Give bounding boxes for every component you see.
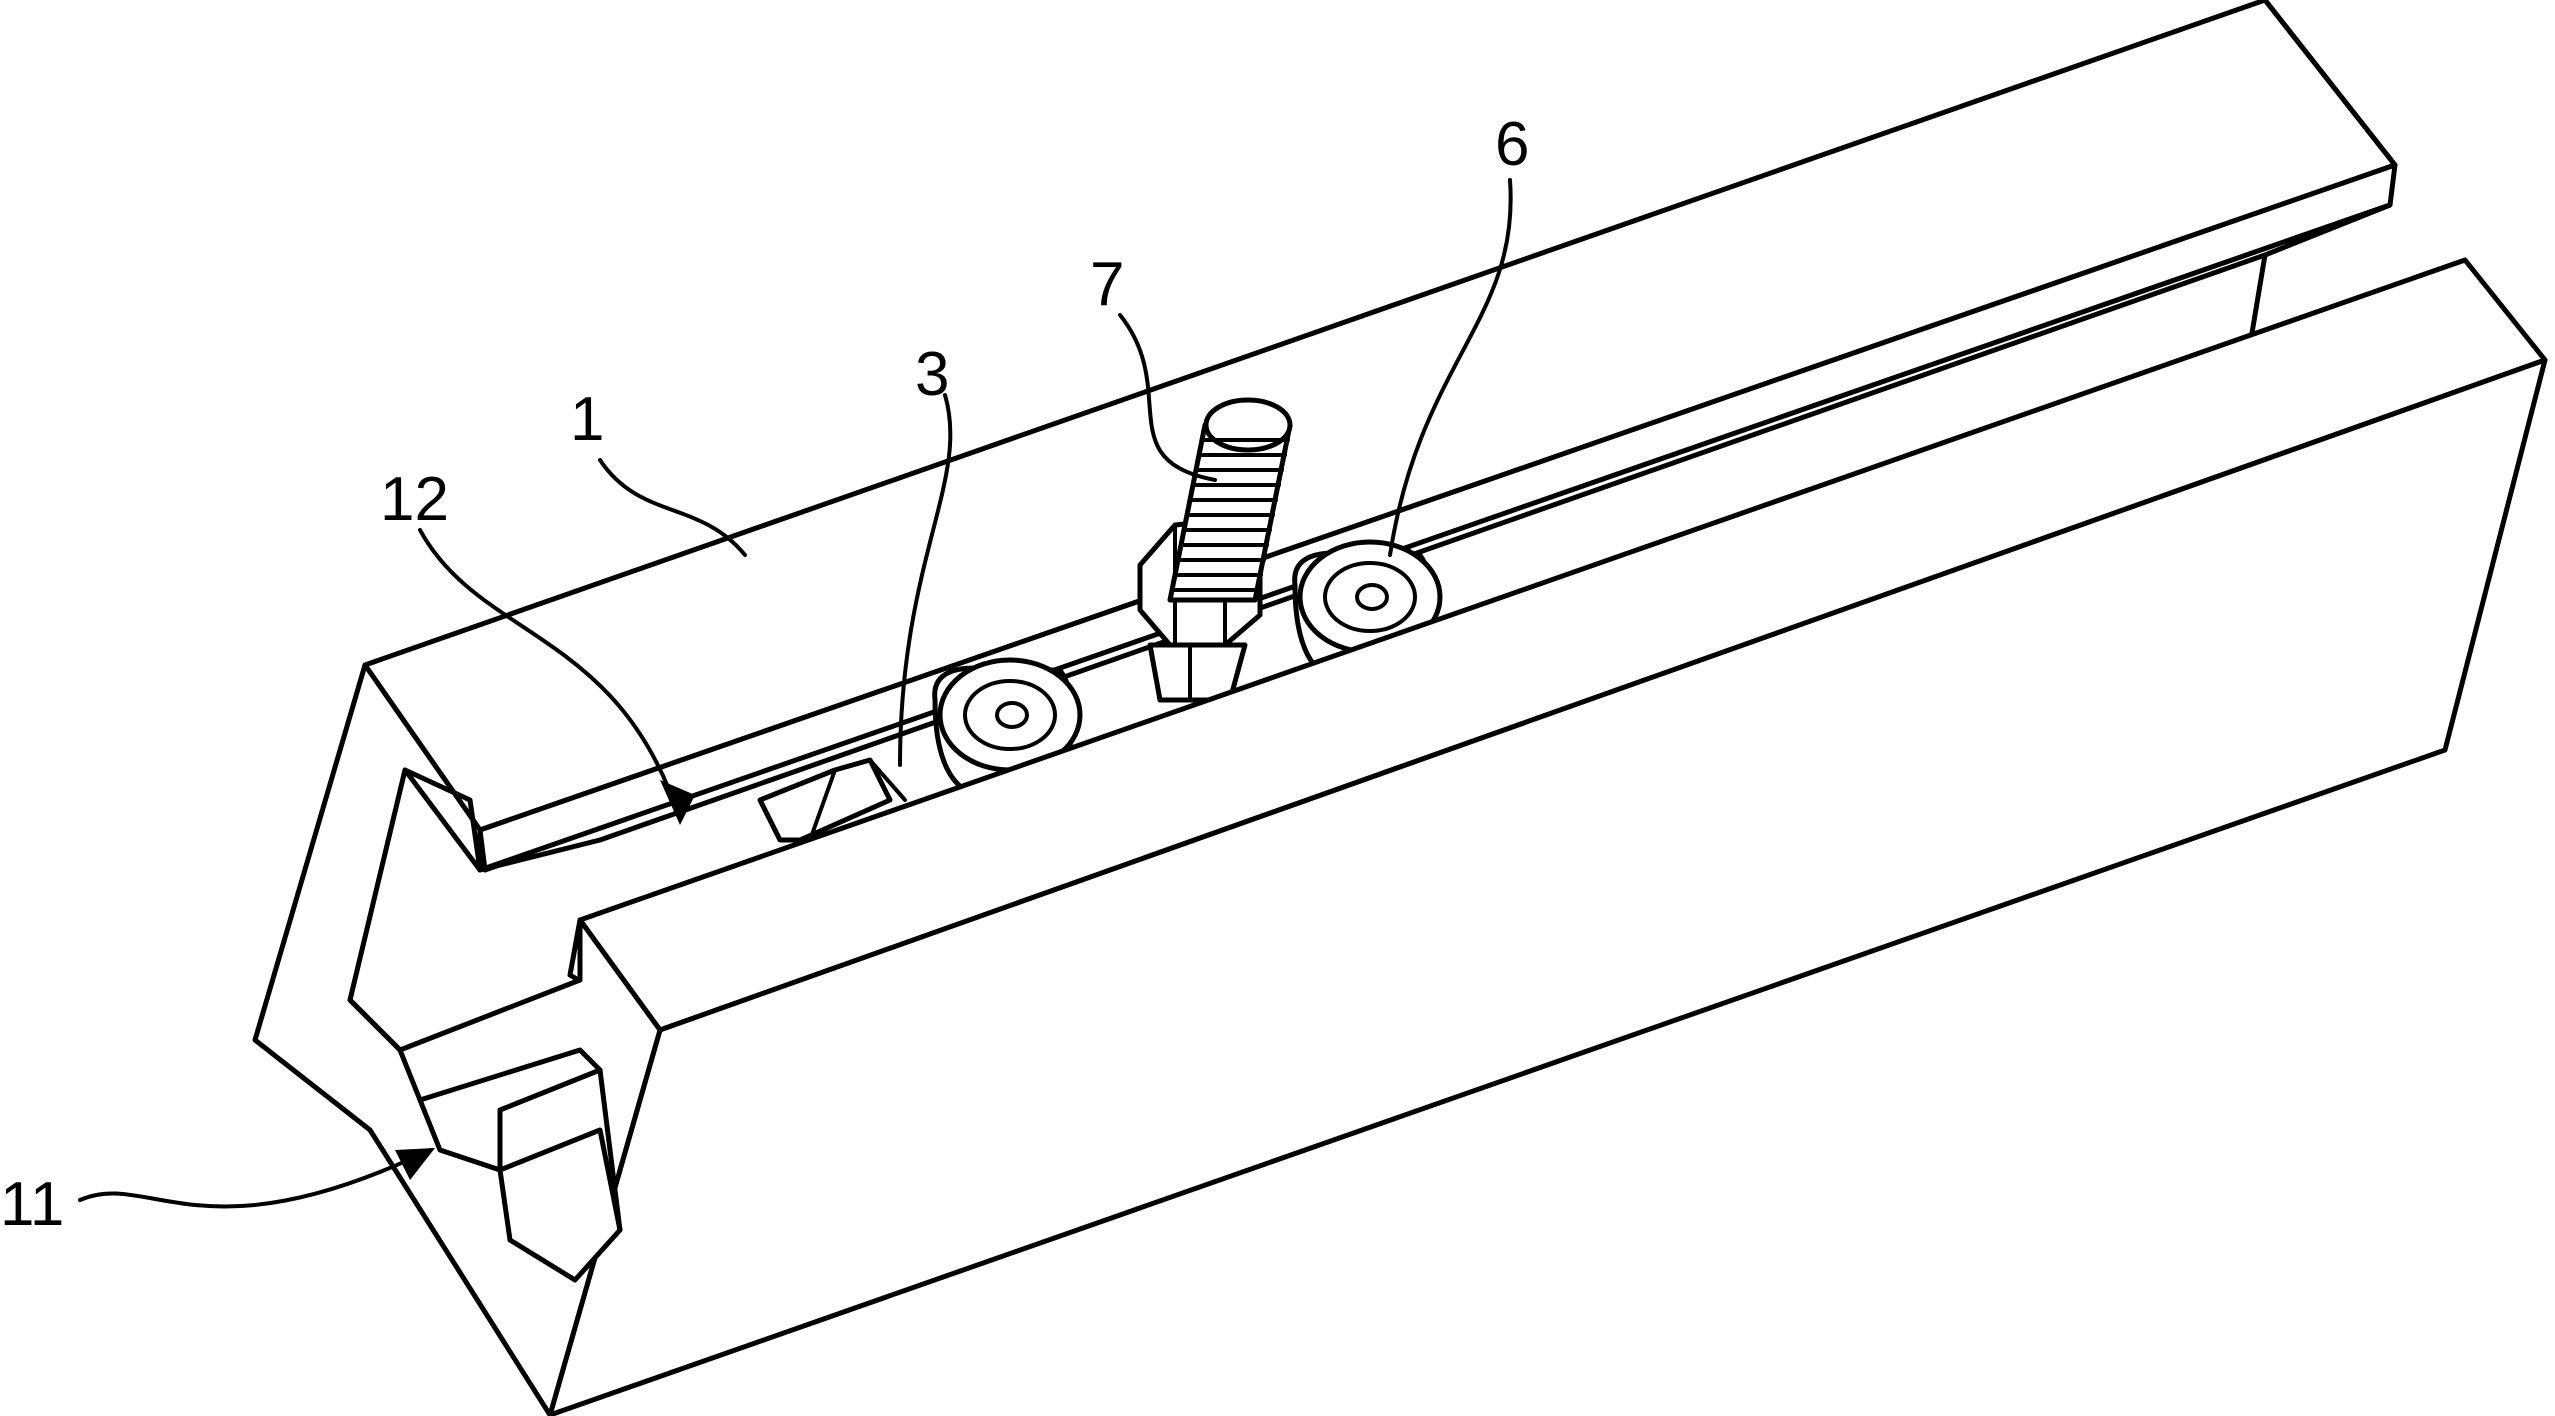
callout-3: 3 <box>915 340 949 409</box>
roller-left <box>932 657 1083 793</box>
callout-1: 1 <box>570 385 604 454</box>
leader-11 <box>78 1148 432 1209</box>
arrowhead-12 <box>660 780 695 825</box>
leader-1 <box>598 458 747 557</box>
threaded-bolt <box>1137 397 1293 703</box>
callout-6: 6 <box>1495 110 1529 179</box>
leader-7 <box>1118 313 1217 482</box>
leader-lines <box>78 178 1513 1209</box>
roller-right <box>1292 539 1443 678</box>
bolt-threads <box>1171 438 1290 592</box>
leader-3 <box>898 393 953 767</box>
callout-11: 11 <box>0 1170 64 1239</box>
callouts: 1 3 6 7 11 12 <box>0 110 1529 1239</box>
callout-7: 7 <box>1090 250 1124 319</box>
callout-12: 12 <box>380 465 449 534</box>
leader-12 <box>418 528 682 822</box>
slider-block <box>757 757 907 843</box>
rail-end-profile <box>252 662 663 1416</box>
arrowhead-11 <box>395 1148 435 1180</box>
leader-6 <box>1388 178 1513 557</box>
